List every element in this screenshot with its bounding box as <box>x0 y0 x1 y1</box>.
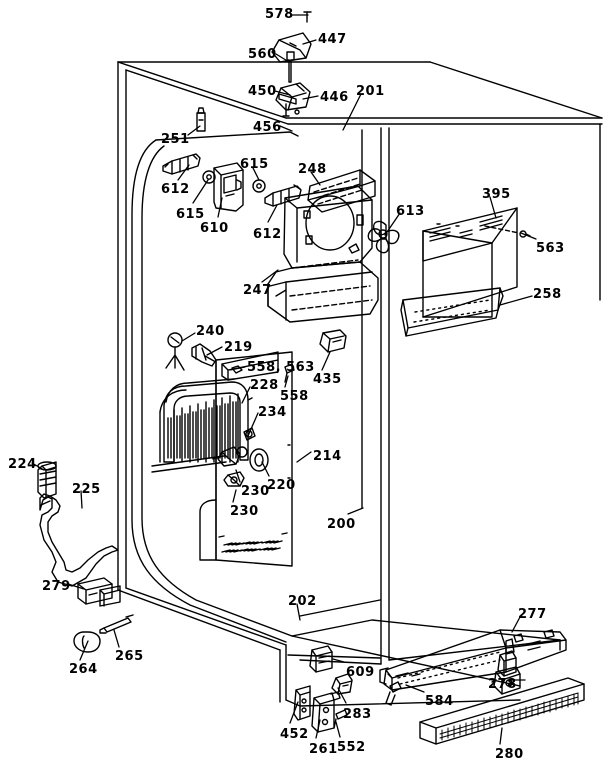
part-277-notches <box>395 629 555 677</box>
cabinet-shell <box>117 61 603 707</box>
part-220-grommet <box>249 448 269 472</box>
part-277-hatch <box>397 651 501 685</box>
suction-tube <box>151 455 227 473</box>
callout-228: 228 <box>250 378 279 393</box>
part-613-fan-blade <box>367 220 400 254</box>
part-225-drain-hose <box>39 493 119 587</box>
part-395-vent-slots <box>429 215 503 242</box>
callout-200: 200 <box>327 517 356 532</box>
part-258-dots <box>413 299 491 323</box>
callout-610: 610 <box>200 221 229 236</box>
callout-283: 283 <box>343 707 372 722</box>
part-612-left-strip <box>162 153 201 175</box>
callout-558-563: 558, 563 <box>247 360 315 375</box>
callout-612-b: 612 <box>253 227 282 242</box>
duct-dashed-internal <box>289 259 373 311</box>
callout-202: 202 <box>288 594 317 609</box>
callout-278: 278 <box>488 677 517 692</box>
top-hinge-assembly <box>271 11 312 117</box>
part-277-base-rail <box>379 629 567 691</box>
part-610-control-box <box>213 162 244 212</box>
callout-201: 201 <box>356 84 385 99</box>
part-452-plate <box>293 685 311 721</box>
part-219-clamp <box>191 343 217 367</box>
callout-395: 395 <box>482 187 511 202</box>
part-264-plug <box>73 631 101 653</box>
part-563-leader <box>484 225 520 234</box>
part-552-screw <box>333 709 348 729</box>
callout-251: 251 <box>161 132 190 147</box>
part-609-bracket <box>309 645 333 673</box>
part-251-switch <box>196 107 206 132</box>
part-615-right-grommet <box>252 179 266 193</box>
callout-240: 240 <box>196 324 225 339</box>
part-265-screw <box>99 614 134 634</box>
duct-hatch-lines <box>313 177 363 205</box>
callout-613: 613 <box>396 204 425 219</box>
callout-456: 456 <box>253 120 282 135</box>
callout-234: 234 <box>258 405 287 420</box>
callout-248: 248 <box>298 162 327 177</box>
part-228-evaporator-coil <box>159 378 253 463</box>
callout-446: 446 <box>320 90 349 105</box>
part-278-roller-assembly <box>491 638 521 695</box>
part-224-drain-cup <box>37 461 57 499</box>
callout-612-a: 612 <box>161 182 190 197</box>
callout-277: 277 <box>518 607 547 622</box>
callout-264: 264 <box>69 662 98 677</box>
part-279-leveler <box>77 577 121 607</box>
callout-225: 225 <box>72 482 101 497</box>
callout-615-b: 615 <box>240 157 269 172</box>
callout-450: 450 <box>248 84 277 99</box>
part-280-kick-panel <box>419 677 585 745</box>
part-563-screw <box>519 230 531 238</box>
part-280-texture <box>439 692 579 741</box>
callout-261: 261 <box>309 742 338 757</box>
callout-224: 224 <box>8 457 37 472</box>
callout-220: 220 <box>267 478 296 493</box>
part-240-bulb <box>165 332 185 371</box>
part-584-screw <box>385 681 402 706</box>
callout-615-a: 615 <box>176 207 205 222</box>
callout-258: 258 <box>533 287 562 302</box>
callout-219: 219 <box>224 340 253 355</box>
part-395-panel <box>422 207 518 318</box>
callout-265: 265 <box>115 649 144 664</box>
callout-552: 552 <box>337 740 366 755</box>
callout-435: 435 <box>313 372 342 387</box>
callout-230-b: 230 <box>230 504 259 519</box>
callout-578: 578 <box>265 7 294 22</box>
callout-558-b: 558 <box>280 389 309 404</box>
callout-280: 280 <box>495 747 524 762</box>
part-247-evaporator-shroud <box>267 185 379 323</box>
callout-230-a: 230 <box>241 484 270 499</box>
callout-560: 560 <box>248 47 277 62</box>
part-230-small-ring <box>236 446 248 458</box>
part-214-vent-grille <box>218 532 288 553</box>
callout-214: 214 <box>313 449 342 464</box>
callout-563-a: 563 <box>536 241 565 256</box>
part-612-right-strip <box>264 184 302 207</box>
callout-609: 609 <box>346 665 375 680</box>
part-234-screw <box>243 427 256 441</box>
callout-279: 279 <box>42 579 71 594</box>
part-435-cover <box>319 329 347 353</box>
callout-584: 584 <box>425 694 454 709</box>
part-615-left-grommet <box>202 170 216 184</box>
callout-447: 447 <box>318 32 347 47</box>
callout-452: 452 <box>280 727 309 742</box>
part-261-hinge <box>311 691 341 733</box>
callout-247: 247 <box>243 283 272 298</box>
